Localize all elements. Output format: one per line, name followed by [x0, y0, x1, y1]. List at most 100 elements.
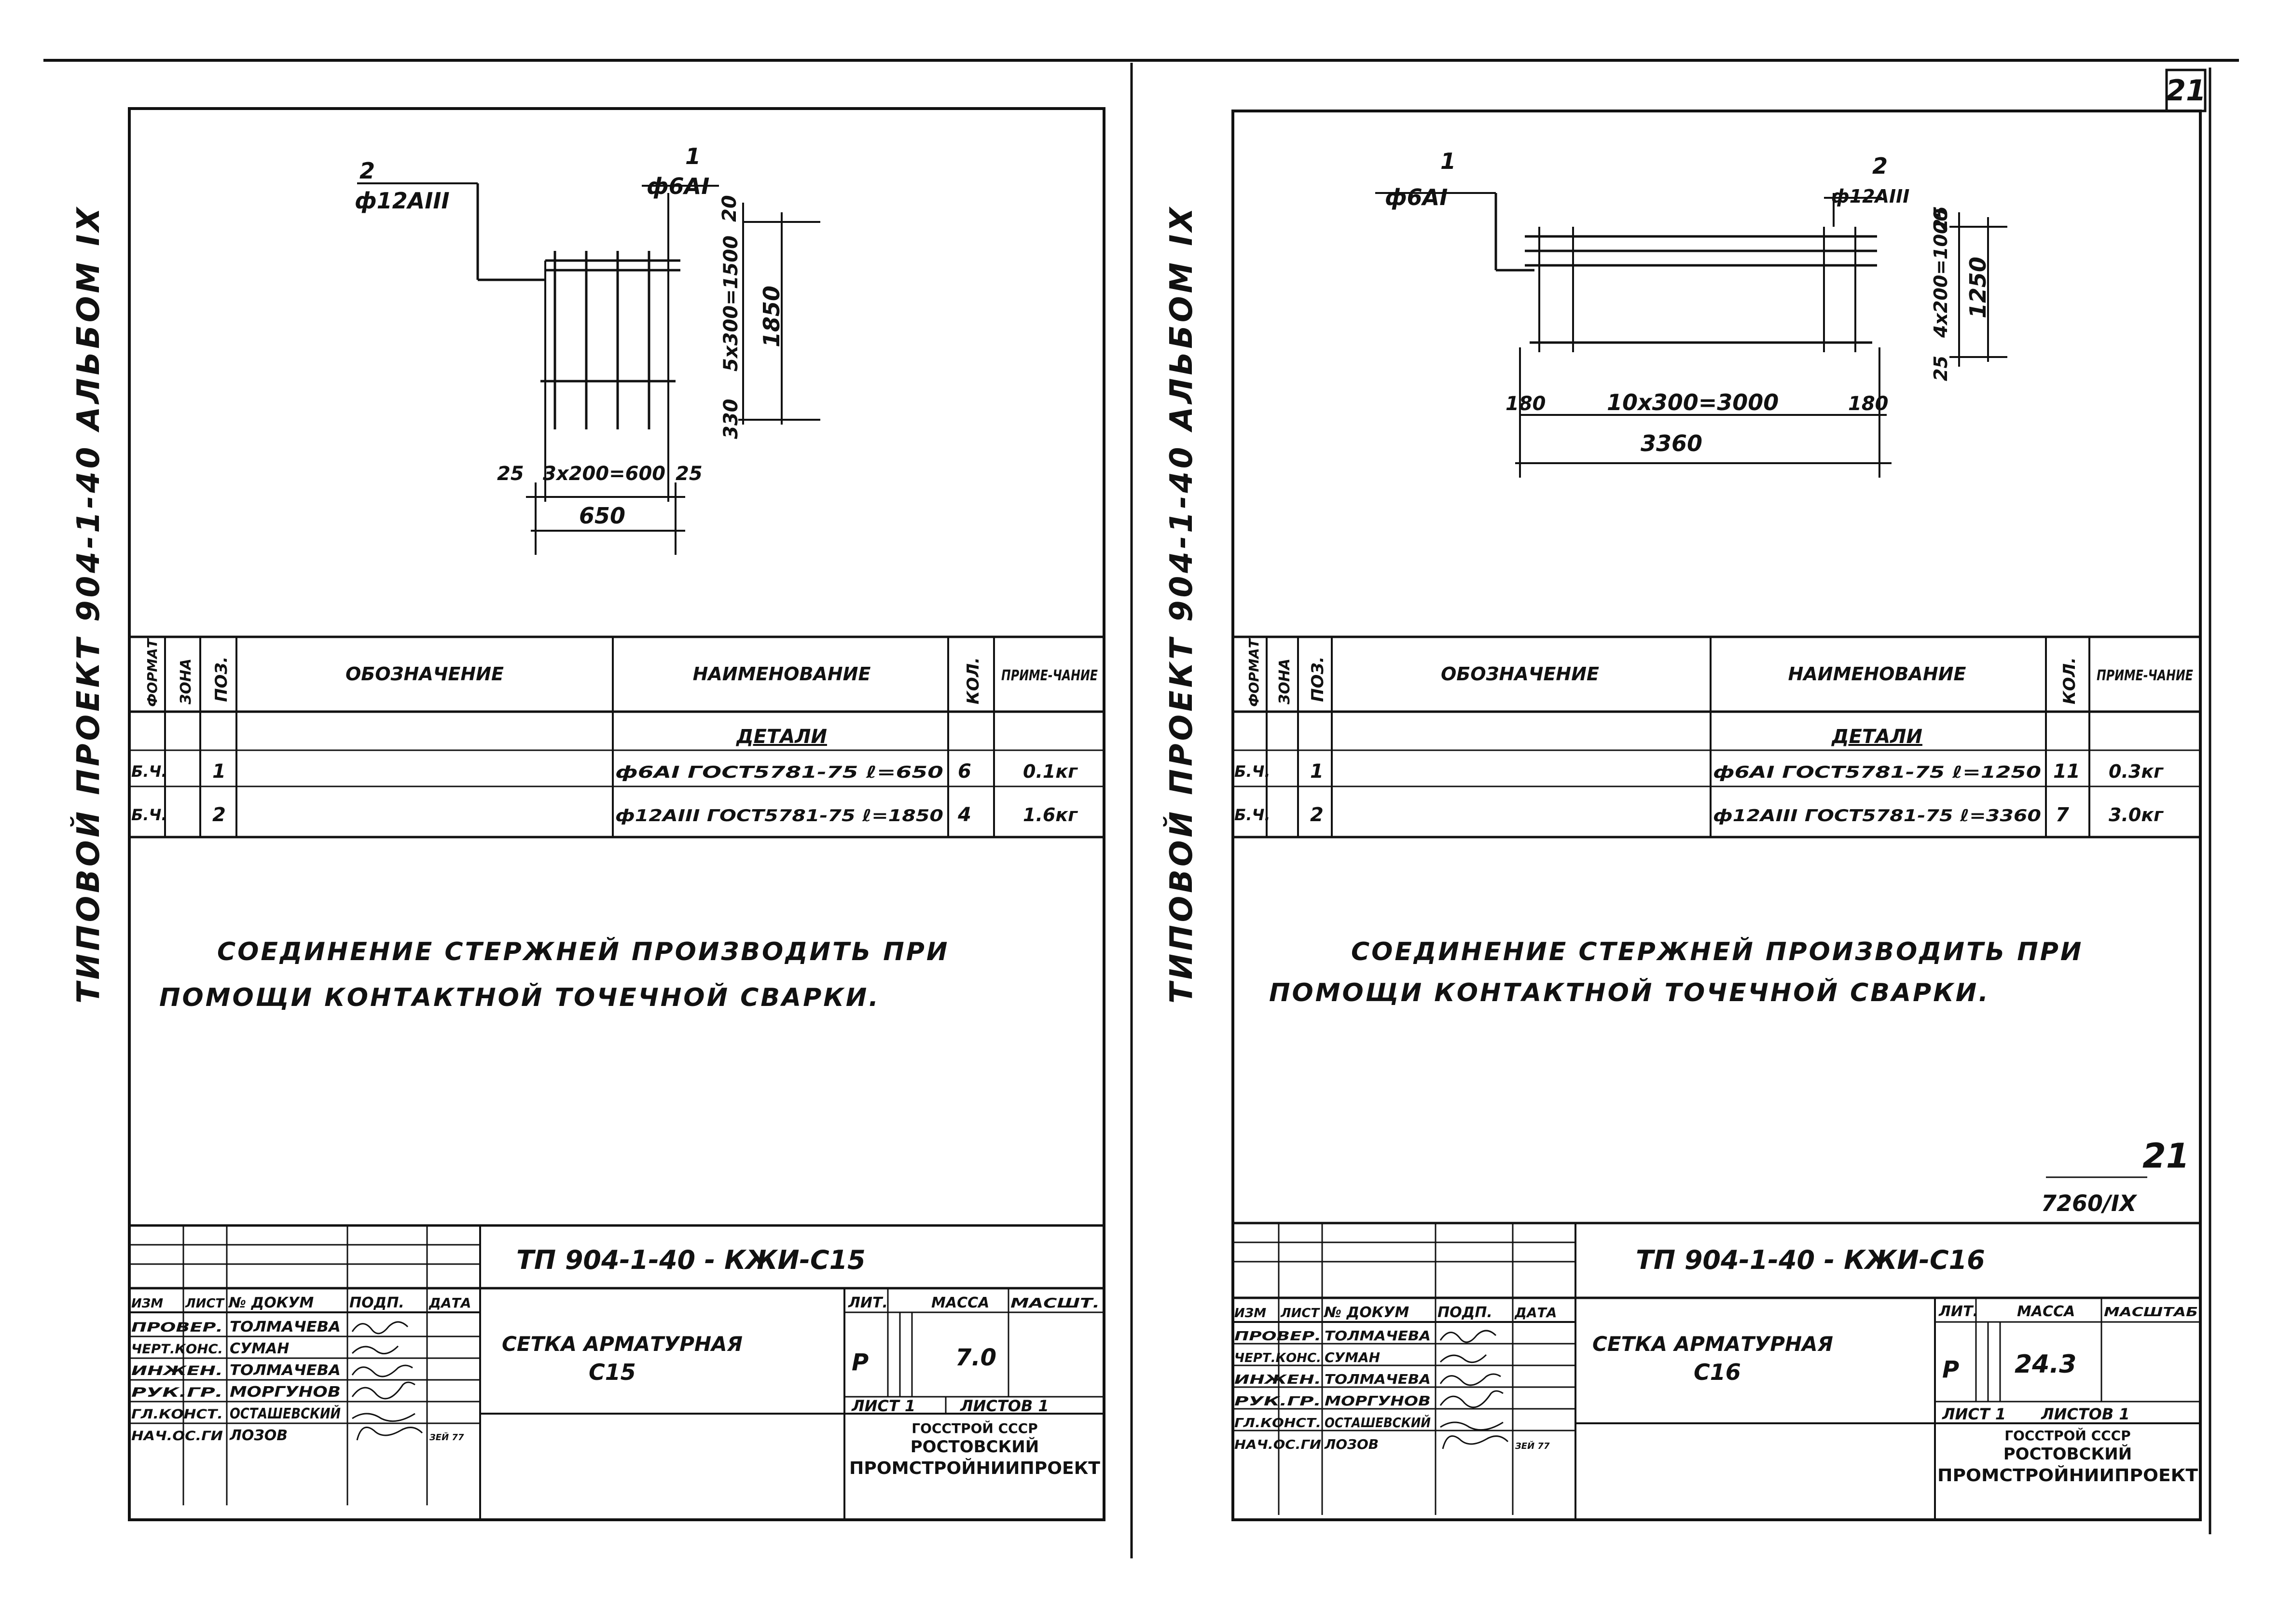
weld-note-line2: ПОМОЩИ КОНТАКТНОЙ ТОЧЕЧНОЙ СВАРКИ.	[1269, 978, 1990, 1007]
name-draftsman: СУМАН	[1325, 1349, 1380, 1365]
org-line3: ПРОМСТРОЙНИИПРОЕКТ	[1937, 1465, 2198, 1486]
col-name: НАИМЕНОВАНИЕ	[1788, 663, 1966, 685]
row-name: ф6АI ГОСТ5781-75 ℓ=650	[615, 763, 943, 782]
dim-pitch: 4х200=1000	[1930, 208, 1951, 338]
approval-names: ТОЛМАЧЕВА СУМАН ТОЛМАЧЕВА МОРГУНОВ ОСТАШ…	[229, 1319, 341, 1444]
page-number: 21	[2166, 74, 2206, 108]
pos2-label: 2	[1872, 153, 1888, 179]
col-qty: КОЛ.	[2060, 657, 2079, 704]
pos2-label: 2	[359, 158, 375, 184]
pos2-bar: ф12АIII	[355, 188, 450, 214]
name-group-head: МОРГУНОВ	[1325, 1393, 1431, 1409]
role-group-head: РУК.ГР.	[131, 1385, 223, 1400]
doc-code: ТП 904-1-40 - КЖИ-С15	[516, 1245, 866, 1275]
signature-tag: ЗЕЙ 77	[429, 1432, 464, 1443]
signatures: ЗЕЙ 77	[1439, 1330, 1550, 1451]
col-head-sheet: ЛИСТ	[185, 1296, 225, 1311]
dim-right-edge: 180	[1848, 393, 1889, 415]
spec-section: ДЕТАЛИ	[1831, 726, 1922, 748]
corner-mark-bottom: 7260/IX	[2041, 1190, 2138, 1216]
title-block: ТП 904-1-40 - КЖИ-С16 ИЗМ ЛИСТ № ДОКУМ П…	[1233, 1222, 2200, 1520]
row-note: 0.3кг	[2109, 761, 2164, 782]
name-dept-head: ЛОЗОВ	[1324, 1436, 1379, 1452]
col-designation: ОБОЗНАЧЕНИЕ	[1441, 663, 1599, 685]
row-pos: 1	[212, 760, 226, 783]
row-qty: 11	[2053, 760, 2080, 783]
lit-label: ЛИТ.	[848, 1294, 888, 1311]
name-dept-head: ЛОЗОВ	[229, 1427, 288, 1444]
sheets-label: ЛИСТОВ 1	[960, 1397, 1049, 1415]
lit-label: ЛИТ.	[1938, 1303, 1978, 1320]
org-line2: РОСТОВСКИЙ	[911, 1437, 1039, 1457]
row-pos: 1	[1310, 760, 1324, 783]
sheet-label: ЛИСТ 1	[851, 1397, 915, 1415]
role-dept-head: НАЧ.ОС.ГИ	[131, 1429, 223, 1444]
corner-mark-top: 21	[2142, 1136, 2189, 1176]
dim-left-edge: 180	[1506, 393, 1546, 415]
name-chief-designer: ОСТАШЕВСКИЙ	[230, 1405, 341, 1422]
col-note: ПРИМЕ-ЧАНИЕ	[2097, 667, 2193, 684]
row-format: Б.Ч.	[131, 762, 167, 781]
role-group-head: РУК.ГР.	[1234, 1394, 1321, 1409]
row-pos: 2	[1310, 804, 1324, 826]
dim-left-edge: 25	[497, 463, 524, 485]
approval-roles: ПРОВЕР. ЧЕРТ.КОНС. ИНЖЕН. РУК.ГР. ГЛ.КОН…	[1234, 1329, 1321, 1452]
row-format: Б.Ч.	[131, 806, 167, 824]
org-line1: ГОССТРОЙ СССР	[2004, 1427, 2131, 1444]
sheets-label: ЛИСТОВ 1	[2041, 1405, 2130, 1423]
dim-width: 3360	[1641, 430, 1702, 456]
dim-pitch: 5х300=1500	[720, 235, 742, 372]
col-head-signature: ПОДП.	[1437, 1304, 1492, 1321]
weld-note-line2: ПОМОЩИ КОНТАКТНОЙ ТОЧЕЧНОЙ СВАРКИ.	[159, 983, 880, 1012]
pos1-bar: ф6АI	[1385, 184, 1448, 210]
sheet-c15: ТИПОВОЙ ПРОЕКТ 904-1-40 АЛЬБОМ IX	[70, 107, 1105, 1521]
signatures: ЗЕЙ 77	[351, 1321, 464, 1443]
signature-tag: ЗЕЙ 77	[1515, 1441, 1550, 1451]
lit-value: Р	[852, 1349, 869, 1376]
sheet-label: ЛИСТ 1	[1942, 1405, 2006, 1423]
role-dept-head: НАЧ.ОС.ГИ	[1234, 1438, 1321, 1452]
side-label: ТИПОВОЙ ПРОЕКТ 904-1-40 АЛЬБОМ IX	[1163, 205, 1200, 1004]
dim-height: 1250	[1965, 257, 1991, 318]
row-qty: 6	[958, 760, 971, 783]
title-line1: СЕТКА АРМАТУРНАЯ	[1592, 1332, 1833, 1356]
mesh-drawing: 2 ф12АIII 1 ф6АI 20 5х300=1500 330 1850 …	[355, 143, 820, 555]
title-line1: СЕТКА АРМАТУРНАЯ	[502, 1332, 743, 1356]
org-line3: ПРОМСТРОЙНИИПРОЕКТ	[849, 1458, 1100, 1478]
scale-label: МАСШТАБ	[2104, 1305, 2198, 1320]
sheet-frame	[1231, 110, 2202, 1521]
col-name: НАИМЕНОВАНИЕ	[693, 663, 871, 685]
table-row: Б.Ч. 2 ф12АIII ГОСТ5781-75 ℓ=1850 4 1.6к…	[131, 804, 1078, 826]
role-chief-designer: ГЛ.КОНСТ.	[131, 1407, 223, 1422]
col-head-date: ДАТА	[428, 1295, 471, 1311]
row-name: ф6АI ГОСТ5781-75 ℓ=1250	[1713, 763, 2041, 782]
title-line2: С16	[1694, 1359, 1741, 1385]
row-format: Б.Ч.	[1234, 762, 1271, 781]
col-head-sheet: ЛИСТ	[1280, 1306, 1320, 1321]
weld-note-line1: СОЕДИНЕНИЕ СТЕРЖНЕЙ ПРОИЗВОДИТЬ ПРИ	[217, 937, 949, 966]
table-row: Б.Ч. 2 ф12АIII ГОСТ5781-75 ℓ=3360 7 3.0к…	[1234, 804, 2164, 826]
col-head-change: ИЗМ	[1234, 1306, 1266, 1321]
role-draftsman: ЧЕРТ.КОНС.	[1234, 1351, 1321, 1365]
col-head-change: ИЗМ	[131, 1296, 163, 1311]
row-name: ф12АIII ГОСТ5781-75 ℓ=1850	[615, 806, 943, 826]
col-format: ФОРМАТ	[144, 638, 160, 707]
col-head-doc-no: № ДОКУМ	[228, 1294, 314, 1311]
spec-table: ФОРМАТ ЗОНА ПОЗ. ОБОЗНАЧЕНИЕ НАИМЕНОВАНИ…	[1233, 635, 2200, 839]
dim-span: 3х200=600	[543, 463, 665, 485]
org-line1: ГОССТРОЙ СССР	[912, 1420, 1038, 1436]
approval-roles: ПРОВЕР. ЧЕРТ.КОНС. ИНЖЕН. РУК.ГР. ГЛ.КОН…	[131, 1320, 223, 1444]
side-label: ТИПОВОЙ ПРОЕКТ 904-1-40 АЛЬБОМ IX	[70, 205, 107, 1004]
role-checker: ПРОВЕР.	[131, 1320, 223, 1335]
row-pos: 2	[212, 804, 226, 826]
role-checker: ПРОВЕР.	[1234, 1329, 1321, 1344]
name-group-head: МОРГУНОВ	[230, 1384, 341, 1401]
row-name: ф12АIII ГОСТ5781-75 ℓ=3360	[1713, 806, 2041, 826]
name-checker: ТОЛМАЧЕВА	[230, 1319, 341, 1335]
row-qty: 4	[957, 804, 971, 826]
col-zone: ЗОНА	[178, 659, 194, 705]
mass-label: МАССА	[2017, 1303, 2075, 1320]
doc-code: ТП 904-1-40 - КЖИ-С16	[1636, 1245, 1985, 1275]
dim-width: 650	[579, 503, 625, 529]
name-engineer: ТОЛМАЧЕВА	[230, 1362, 341, 1379]
